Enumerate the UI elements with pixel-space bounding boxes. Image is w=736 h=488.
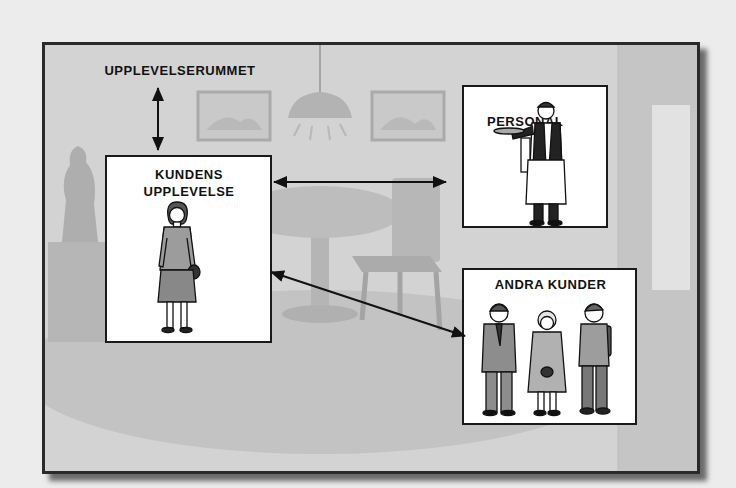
painting <box>198 92 270 140</box>
node-label: UPPLEVELSERUMMET <box>95 62 265 79</box>
man-in-suit-figure <box>482 324 516 372</box>
woman-figure <box>167 302 173 328</box>
chair <box>398 272 403 315</box>
woman-figure <box>158 202 200 333</box>
old-woman-figure <box>541 367 553 377</box>
painting <box>198 92 270 140</box>
statue <box>62 146 98 242</box>
woman-figure <box>174 222 181 227</box>
double-arrow <box>271 272 465 336</box>
young-man-figure <box>585 304 603 322</box>
painting <box>372 92 444 140</box>
node-label: PERSONAL <box>487 113 567 130</box>
woman-figure <box>160 227 194 270</box>
woman-figure <box>168 202 188 224</box>
man-in-suit-figure <box>490 305 508 312</box>
young-man-figure <box>579 304 611 414</box>
young-man-figure <box>596 408 610 414</box>
statue <box>48 242 110 342</box>
woman-figure <box>158 270 196 302</box>
waiter-figure <box>538 103 554 119</box>
chair <box>436 272 440 330</box>
painting <box>206 118 262 131</box>
chair <box>362 272 440 330</box>
man-in-suit-figure <box>501 411 515 416</box>
node-label: KUNDENS UPPLEVELSE <box>129 166 249 200</box>
waiter-figure <box>534 204 543 222</box>
waiter-figure <box>549 123 562 168</box>
waiter-figure <box>533 123 546 168</box>
ceiling-lamp <box>288 45 352 140</box>
old-woman-figure <box>528 332 566 392</box>
woman-figure <box>162 328 174 333</box>
old-woman-figure <box>550 392 556 412</box>
round-table <box>282 305 358 323</box>
man-in-suit-figure <box>486 372 497 412</box>
man-in-suit-figure <box>496 324 502 346</box>
ceiling-lamp <box>310 126 312 140</box>
old-woman-figure <box>541 317 554 330</box>
old-woman-figure <box>548 411 560 416</box>
woman-figure <box>180 328 192 333</box>
ceiling-lamp <box>340 124 346 136</box>
waiter-figure <box>549 204 558 222</box>
man-in-suit-figure <box>482 304 516 416</box>
woman-figure <box>159 228 167 267</box>
ceiling-lamp <box>294 124 346 140</box>
young-man-figure <box>580 408 594 414</box>
young-man-figure <box>596 366 607 410</box>
ceiling-lamp <box>288 92 352 118</box>
ceiling-lamp <box>328 126 330 140</box>
painting <box>372 92 444 140</box>
old-woman-figure <box>534 411 546 416</box>
staff-box: PERSONAL <box>462 85 608 228</box>
young-man-figure <box>585 304 603 311</box>
chair <box>352 256 442 272</box>
customer-box: KUNDENS UPPLEVELSE <box>105 155 272 343</box>
woman-figure <box>170 208 185 223</box>
old-woman-figure <box>538 311 556 329</box>
node-label: ANDRA KUNDER <box>472 276 629 293</box>
chair <box>362 272 366 320</box>
man-in-suit-figure <box>490 304 508 322</box>
woman-figure <box>181 302 187 328</box>
other-customers-box: ANDRA KUNDER <box>462 268 637 425</box>
waiter-figure <box>548 221 562 226</box>
old-woman-figure <box>538 392 544 412</box>
waiter-figure <box>526 160 566 204</box>
wall <box>45 45 697 471</box>
chair <box>352 178 442 330</box>
statue <box>48 146 110 342</box>
waiter-figure <box>521 138 530 172</box>
room-label: UPPLEVELSERUMMET <box>95 60 265 82</box>
waiter-figure <box>530 123 562 168</box>
chair <box>392 178 440 262</box>
man-in-suit-figure <box>501 372 512 412</box>
waiter-figure <box>512 126 534 139</box>
ceiling-lamp <box>294 124 300 136</box>
old-woman-figure <box>528 311 566 416</box>
right-wall <box>652 105 690 290</box>
double-arrow <box>157 88 159 150</box>
young-man-figure <box>582 366 593 410</box>
waiter-figure <box>494 103 566 226</box>
waiter-figure <box>538 103 554 108</box>
young-man-figure <box>579 324 609 366</box>
woman-figure <box>188 265 200 279</box>
waiter-figure <box>530 221 544 226</box>
man-in-suit-figure <box>483 411 497 416</box>
young-man-figure <box>601 326 611 356</box>
woman-figure <box>187 228 195 267</box>
double-arrow <box>274 181 446 183</box>
painting <box>380 117 436 130</box>
ceiling-lamp <box>319 45 321 94</box>
waiter-figure <box>494 128 524 134</box>
